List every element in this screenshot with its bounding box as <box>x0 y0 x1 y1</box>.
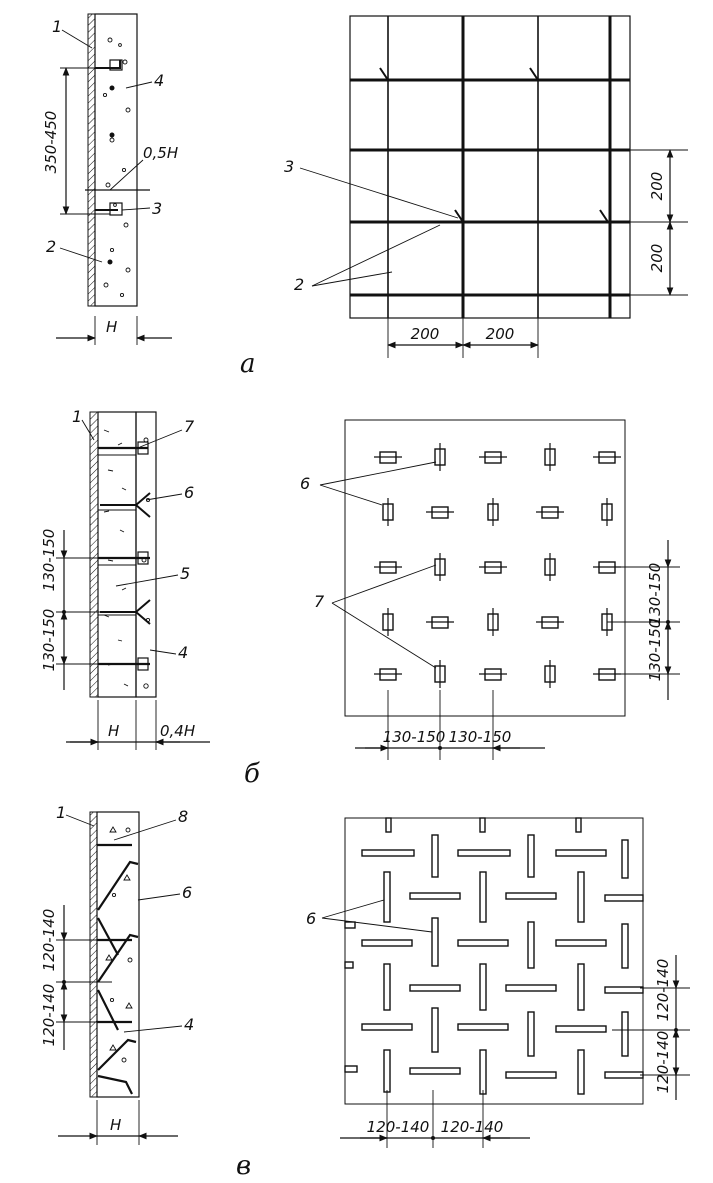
dim-c-plan-h1: 120-140 <box>367 1118 430 1136</box>
callout-c-8: 8 <box>178 807 188 826</box>
dim-b-130-150-bot: 130-150 <box>40 609 58 672</box>
panel-a-plan: 200 200 200 200 3 2 <box>284 15 688 358</box>
dim-b-plan-v1: 130-150 <box>646 563 664 626</box>
dim-a-plan-v2: 200 <box>648 244 666 273</box>
panel-c-plan: 120-140 120-140 120-140 120-140 6 <box>306 817 690 1148</box>
callout-c-plan-6: 6 <box>306 909 316 928</box>
panel-b-section: 130-150 130-150 H 0,4H 1 7 6 5 4 <box>40 407 210 750</box>
callout-b-plan-6: 6 <box>300 474 310 493</box>
panel-b-plan: 130-150 130-150 130-150 130-150 6 7 <box>300 419 680 760</box>
callout-a-plan-3: 3 <box>284 157 294 176</box>
callout-a-2: 2 <box>46 237 56 256</box>
dim-a-plan-h1: 200 <box>411 325 440 343</box>
dim-a-plan-h2: 200 <box>486 325 515 343</box>
dim-a-plan-v1: 200 <box>648 172 666 201</box>
panel-c: 120-140 120-140 H 1 8 6 4 <box>40 803 690 1181</box>
callout-b-7: 7 <box>184 417 195 436</box>
callout-b-6: 6 <box>184 483 194 502</box>
panel-a-section: 350-450 0,5H H 1 4 3 2 <box>42 13 178 345</box>
dim-c-120-140-bot: 120-140 <box>40 984 58 1047</box>
dim-a-0-5h: 0,5H <box>143 144 178 162</box>
dim-b-h: H <box>108 722 119 740</box>
dim-c-plan-v1: 120-140 <box>654 959 672 1022</box>
dim-b-130-150-top: 130-150 <box>40 529 58 592</box>
dim-c-h: H <box>110 1116 121 1134</box>
panel-b: 130-150 130-150 H 0,4H 1 7 6 5 4 <box>40 407 680 789</box>
dim-b-plan-h1: 130-150 <box>383 728 446 746</box>
panel-b-letter: б <box>244 759 260 789</box>
callout-a-4: 4 <box>154 71 164 90</box>
panel-c-section: 120-140 120-140 H 1 8 6 4 <box>40 803 194 1145</box>
dim-b-plan-h2: 130-150 <box>449 728 512 746</box>
callout-b-1: 1 <box>72 407 82 426</box>
callout-b-5: 5 <box>180 564 190 583</box>
callout-b-4: 4 <box>178 643 188 662</box>
callout-c-1: 1 <box>56 803 66 822</box>
callout-b-plan-7: 7 <box>314 592 325 611</box>
callout-a-1: 1 <box>52 17 62 36</box>
dim-b-plan-v2: 130-150 <box>646 619 664 682</box>
panel-c-letter: в <box>236 1151 251 1181</box>
callout-a-plan-2: 2 <box>294 275 304 294</box>
callout-c-4: 4 <box>184 1015 194 1034</box>
dim-b-0-4h: 0,4H <box>160 722 195 740</box>
dim-a-350-450: 350-450 <box>42 111 60 174</box>
callout-a-3: 3 <box>152 199 162 218</box>
dim-c-plan-h2: 120-140 <box>441 1118 504 1136</box>
dim-a-h: H <box>106 318 117 336</box>
dim-c-120-140-top: 120-140 <box>40 909 58 972</box>
panel-a: 350-450 0,5H H 1 4 3 2 <box>42 13 688 379</box>
callout-c-6: 6 <box>182 883 192 902</box>
panel-a-letter: а <box>240 349 256 379</box>
dim-c-plan-v2: 120-140 <box>654 1031 672 1094</box>
